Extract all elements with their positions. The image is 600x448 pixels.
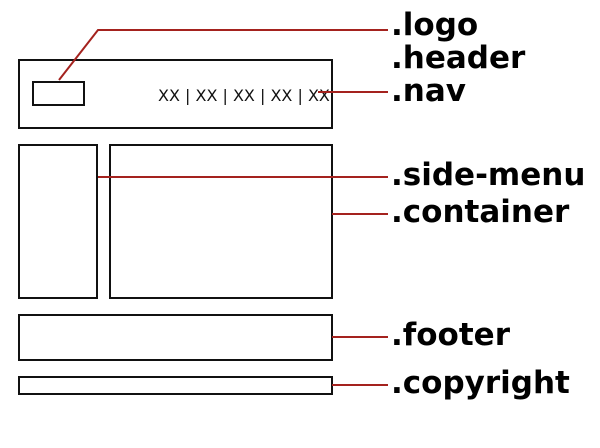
copyright-box <box>18 376 333 395</box>
logo-label: .logo <box>391 7 478 43</box>
nav-items-text: XX | XX | XX | XX | XX <box>158 86 330 105</box>
logo-leader-line <box>58 29 388 81</box>
container-box <box>109 144 333 299</box>
footer-box <box>18 314 333 361</box>
header-label: .header <box>391 40 526 76</box>
side-menu-label: .side-menu <box>391 157 585 193</box>
copyright-label: .copyright <box>391 365 570 401</box>
logo-box <box>32 81 85 106</box>
footer-label: .footer <box>391 317 511 353</box>
nav-label: .nav <box>391 73 466 109</box>
side-menu-box <box>18 144 98 299</box>
container-label: .container <box>391 194 570 230</box>
